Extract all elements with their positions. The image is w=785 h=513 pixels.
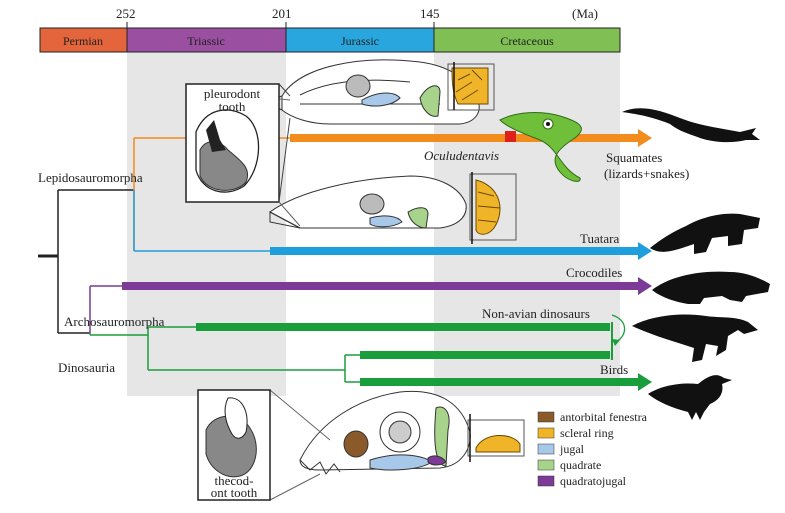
crocodile-bar bbox=[122, 282, 638, 290]
oculudentavis-marker bbox=[505, 131, 516, 142]
lizard-head-illustration bbox=[499, 112, 582, 182]
pleurodont-inset: pleurodont tooth bbox=[185, 83, 291, 203]
label-cretaceous: Cretaceous bbox=[500, 34, 554, 48]
label-non-avian-dinosaurs: Non-avian dinosaurs bbox=[482, 306, 590, 321]
label-tuatara: Tuatara bbox=[580, 231, 619, 246]
legend-swatch-scleral bbox=[537, 427, 555, 439]
label-archosauromorpha: Archosauromorpha bbox=[64, 314, 165, 329]
taxa-labels: Oculudentavis Squamates (lizards+snakes)… bbox=[424, 148, 689, 377]
dinosaur-bar bbox=[196, 323, 610, 331]
tree bbox=[38, 137, 360, 383]
legend-label-antorbital: antorbital fenestra bbox=[560, 410, 648, 424]
silhouettes bbox=[622, 108, 770, 420]
pleurodont-label-2: tooth bbox=[219, 99, 246, 114]
label-permian: Permian bbox=[63, 34, 103, 48]
lineage-bars bbox=[122, 129, 652, 391]
tuatara-bar bbox=[270, 247, 638, 255]
pleurodont-label-1: pleurodont bbox=[204, 86, 261, 101]
label-triassic: Triassic bbox=[187, 34, 225, 48]
tick-252: 252 bbox=[116, 6, 136, 21]
period-jurassic bbox=[285, 27, 435, 53]
thecodont-label-1: thecod- bbox=[215, 473, 254, 488]
tick-145: 145 bbox=[420, 6, 440, 21]
bird-skull bbox=[269, 389, 525, 501]
label-oculudentavis: Oculudentavis bbox=[424, 148, 499, 163]
bird-silhouette bbox=[648, 375, 732, 420]
legend: antorbital fenestra scleral ring jugal q… bbox=[537, 410, 648, 488]
legend-label-jugal: jugal bbox=[559, 442, 585, 456]
label-lepidosauromorpha: Lepidosauromorpha bbox=[38, 170, 143, 185]
late-dinosaur-bar bbox=[360, 351, 610, 359]
period-triassic bbox=[126, 27, 287, 53]
legend-swatch-antorbital bbox=[537, 411, 555, 423]
period-cretaceous bbox=[433, 27, 621, 53]
clade-labels: Lepidosauromorpha Archosauromorpha Dinos… bbox=[38, 170, 165, 375]
label-birds: Birds bbox=[600, 362, 628, 377]
label-crocodiles: Crocodiles bbox=[566, 265, 622, 280]
legend-swatch-jugal bbox=[537, 443, 555, 455]
legend-label-quadrate: quadrate bbox=[560, 458, 601, 472]
tick-201: 201 bbox=[272, 6, 292, 21]
label-jurassic: Jurassic bbox=[341, 34, 379, 48]
bird-bar bbox=[360, 378, 638, 386]
lizard-silhouette bbox=[622, 108, 760, 143]
legend-label-scleral: scleral ring bbox=[560, 426, 614, 440]
legend-swatch-quadratojugal bbox=[537, 475, 555, 487]
squamate-bar bbox=[290, 134, 638, 142]
thecodont-label-2: ont tooth bbox=[211, 485, 258, 500]
unit-label: (Ma) bbox=[572, 6, 598, 21]
thecodont-inset: thecod- ont tooth bbox=[197, 389, 271, 501]
legend-label-quadratojugal: quadratojugal bbox=[560, 474, 627, 488]
tuatara-silhouette bbox=[650, 213, 760, 254]
crocodile-silhouette bbox=[652, 271, 770, 304]
legend-swatch-quadrate bbox=[537, 459, 555, 471]
label-lizards-snakes: (lizards+snakes) bbox=[604, 166, 689, 181]
time-scale: 252 201 145 (Ma) Permian Triassic Jurass… bbox=[39, 6, 621, 53]
dinosaur-silhouette bbox=[632, 314, 758, 362]
label-squamates: Squamates bbox=[606, 150, 662, 165]
tuatara-skull bbox=[269, 172, 517, 244]
label-dinosauria: Dinosauria bbox=[58, 360, 115, 375]
